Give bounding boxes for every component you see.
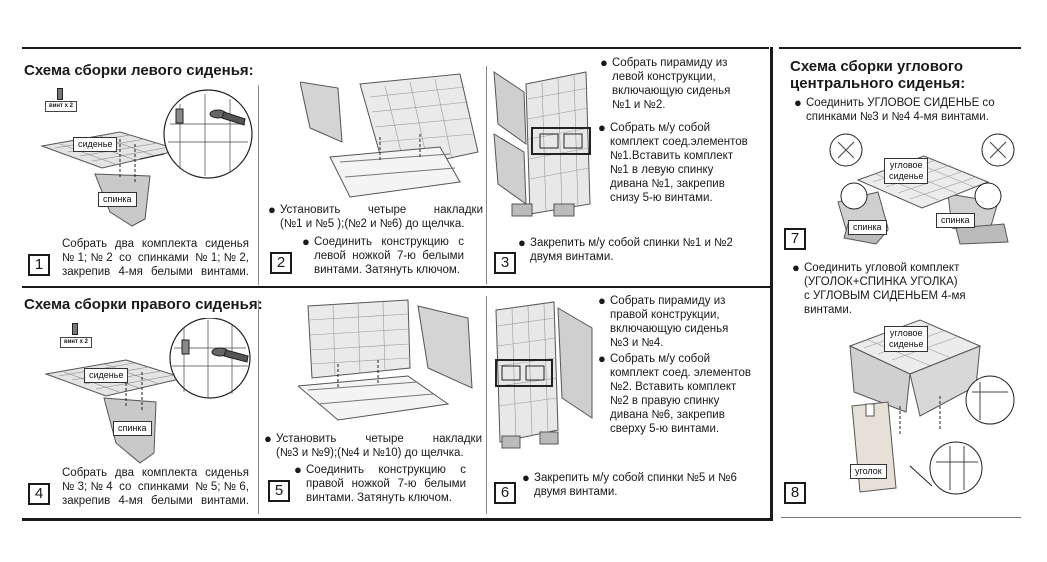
step8-bullet: ● Соединить угловой комплект (УГОЛОК+СПИ… [792, 260, 966, 317]
step8-number: 8 [784, 482, 806, 504]
col-divider-4 [486, 296, 487, 514]
step1-back-tag: спинка [98, 192, 137, 207]
step5-illustration [296, 298, 483, 426]
step7-bullet: ● Соединить УГЛОВОЕ СИДЕНЬЕ со спинками … [794, 95, 995, 124]
left-section-title: Схема сборки левого сиденья: [24, 62, 254, 79]
step6-bullet-3: ● Закрепить м/у собой спинки №5 и №6 дву… [522, 470, 737, 499]
step3-illustration [492, 64, 592, 230]
step3-bullet-1: ● Собрать пирамиду из левой конструкции,… [600, 55, 731, 112]
middle-rule [22, 286, 771, 288]
col-divider-3 [258, 300, 259, 514]
step4-number: 4 [28, 483, 50, 505]
step7-back-tag: спинка [848, 220, 887, 235]
col-divider-2 [486, 66, 487, 284]
right-pyramid-drawing [495, 301, 593, 449]
main-divider [770, 47, 773, 521]
step4-back-tag: спинка [113, 421, 152, 436]
screw-icon [57, 88, 63, 100]
top-rule [22, 47, 769, 49]
step7-corner-seat-tag: угловое сиденье [884, 158, 929, 184]
step2-bullet-1: ● Установить четыре накладки (№1 и №5 );… [268, 202, 483, 231]
col-divider-1 [258, 85, 259, 285]
step5-number: 5 [268, 480, 290, 502]
step3-bullet-3: ● Закрепить м/у собой спинки №1 и №2 дву… [518, 235, 733, 264]
step5-bullet-1: ● Установить четыре накладки (№3 и №9);(… [264, 431, 482, 460]
step2-illustration [299, 72, 480, 204]
step6-bullet-2: ● Собрать м/у собой комплект соед. элеме… [598, 351, 751, 436]
step5-bullet-2: ● Соединить конструкцию с правой ножкой … [294, 462, 466, 505]
step7-back-tag-right: спинка [936, 213, 975, 228]
step4-text: Собрать два комплекта сиденья №3;№4 со с… [62, 467, 249, 507]
right-leg-assembly-drawing [296, 299, 473, 421]
step8-illustration [840, 316, 1020, 508]
step8-corner-tag: уголок [850, 464, 887, 479]
step4-screw-badge: винт х 2 [60, 337, 92, 348]
step6-illustration [492, 298, 596, 458]
step3-number: 3 [494, 252, 516, 274]
step1-number: 1 [28, 254, 50, 276]
step4-seat-tag: сиденье [84, 368, 129, 383]
step1-text: Собрать два комплекта сиденья №1;№2 со с… [62, 238, 249, 278]
step6-bullet-1: ● Собрать пирамиду из правой конструкции… [598, 293, 729, 350]
step6-number: 6 [494, 482, 516, 504]
step7-number: 7 [784, 228, 806, 250]
step2-number: 2 [270, 252, 292, 274]
corner-bottom-rule [781, 517, 1021, 518]
left-leg-assembly-drawing [299, 73, 479, 198]
right-section-title: Схема сборки правого сиденья: [24, 296, 263, 313]
step2-bullet-2: ● Соединить конструкцию с левой ножкой 7… [302, 234, 464, 277]
step1-seat-tag: сиденье [73, 137, 118, 152]
top-rule-right [779, 47, 1021, 49]
corner-section-title: Схема сборки углового центрального сиден… [790, 58, 966, 92]
bottom-rule [22, 518, 771, 521]
step8-corner-seat-tag: угловое сиденье [884, 326, 929, 352]
screw-icon [72, 323, 78, 335]
left-pyramid-drawing [493, 71, 591, 217]
corner-assembly-drawing [848, 319, 1015, 495]
step3-bullet-2: ● Собрать м/у собой комплект соед.элемен… [598, 120, 748, 205]
step1-screw-badge: винт х 2 [45, 101, 77, 112]
